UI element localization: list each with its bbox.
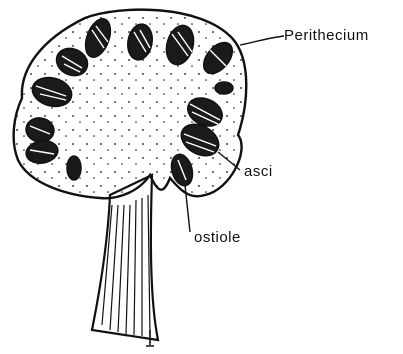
label-ostiole: ostiole (194, 229, 241, 246)
perithecium-pointer (240, 36, 284, 45)
perithecium-9 (67, 156, 81, 180)
label-asci: asci (244, 163, 273, 180)
perithecium-10 (215, 82, 233, 94)
label-perithecium: Perithecium (284, 27, 369, 44)
stalk (92, 175, 158, 346)
